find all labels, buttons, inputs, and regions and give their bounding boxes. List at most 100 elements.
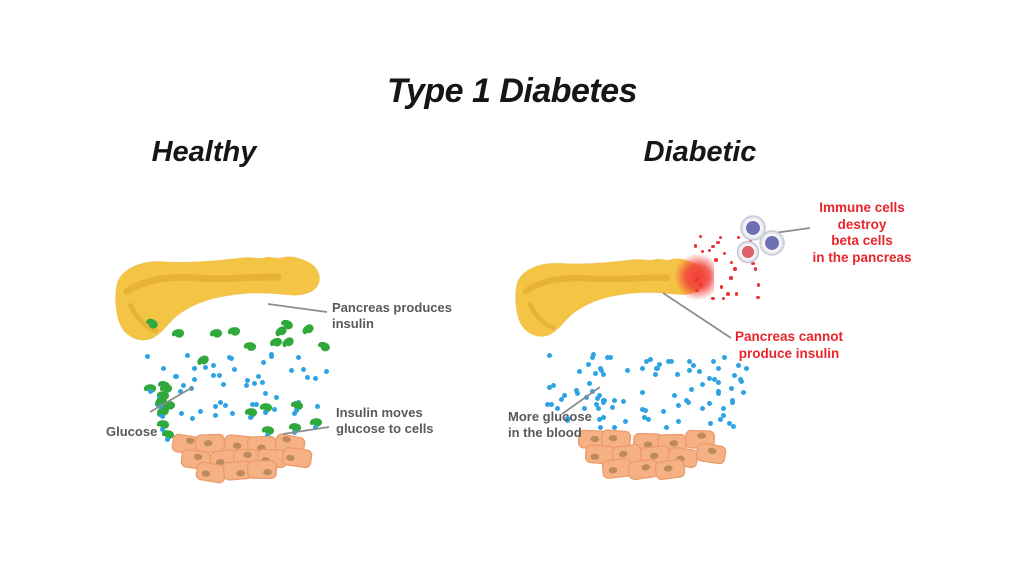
glucose-dot-diabetic <box>666 358 672 364</box>
glucose-dot-diabetic <box>711 359 717 365</box>
glucose-dot-diabetic <box>594 395 600 401</box>
glucose-dot-healthy <box>148 388 154 394</box>
glucose-dot-diabetic <box>715 365 721 371</box>
glucose-dot-diabetic <box>708 421 714 427</box>
glucose-dot-diabetic <box>671 393 677 399</box>
glucose-dot-healthy <box>223 403 229 409</box>
glucose-dot <box>160 414 166 420</box>
glucose-dot-diabetic <box>729 398 735 404</box>
glucose-dot <box>263 410 269 416</box>
beta-cell-debris-dot <box>716 240 720 245</box>
glucose-dot-diabetic <box>707 375 713 381</box>
glucose-dot-diabetic <box>690 363 696 369</box>
glucose-dot <box>291 429 297 435</box>
glucose-dot-healthy <box>173 373 179 379</box>
glucose-dot-diabetic <box>558 396 564 402</box>
glucose-dot-healthy <box>231 367 237 373</box>
glucose-dot-diabetic <box>744 365 750 371</box>
beta-cell-debris-dot <box>736 235 741 240</box>
glucose-dot-healthy <box>262 390 268 396</box>
insulin-particle <box>146 319 158 329</box>
insulin-particle <box>317 341 330 352</box>
glucose-dot-healthy <box>314 404 320 410</box>
glucose-dot-diabetic <box>583 394 589 400</box>
body-cell <box>695 442 727 465</box>
glucose-dot-diabetic <box>686 399 692 405</box>
inflamed-pancreas-tip <box>674 253 714 301</box>
glucose-dot-healthy <box>181 383 187 388</box>
glucose-dot-diabetic <box>675 402 681 408</box>
insulin-particle <box>243 342 256 351</box>
beta-cell-debris-dot <box>721 296 726 301</box>
glucose-dot-healthy <box>229 410 235 416</box>
glucose-dot-diabetic <box>647 356 653 362</box>
insulin-particle <box>269 337 282 347</box>
glucose-dot-healthy <box>185 352 191 358</box>
glucose-dot-diabetic <box>590 352 596 358</box>
glucose-dot-diabetic <box>717 416 723 422</box>
glucose-dot-healthy <box>288 368 294 374</box>
glucose-dot-diabetic <box>664 425 670 431</box>
beta-cell-debris-dot <box>753 267 758 271</box>
glucose-dot-diabetic <box>586 380 592 386</box>
glucose-dot-diabetic <box>574 390 580 396</box>
insulin-particle <box>210 328 223 338</box>
glucose-dot-diabetic <box>600 399 606 405</box>
glucose-dot-healthy <box>292 411 298 417</box>
glucose-dot-healthy <box>213 403 219 409</box>
immune-cells-destroy-label: Immune cells destroy beta cells in the p… <box>812 200 912 265</box>
beta-cell-debris-dot <box>695 278 699 282</box>
beta-cell-debris-dot <box>729 260 734 265</box>
insulin-particle <box>161 430 174 439</box>
glucose-dot-diabetic <box>547 352 553 358</box>
glucose-dot-diabetic <box>544 401 550 407</box>
beta-cell-debris-dot <box>722 251 727 256</box>
glucose-dot-healthy <box>210 362 216 368</box>
glucose-dot-diabetic <box>623 418 629 424</box>
glucose-dot-diabetic <box>643 408 649 414</box>
glucose-dot-diabetic <box>699 406 705 412</box>
glucose-dot-diabetic <box>731 423 737 429</box>
glucose-dot-healthy <box>192 377 198 383</box>
glucose-dot-healthy <box>177 388 183 394</box>
beta-cell-debris-dot <box>726 292 730 296</box>
glucose-dot-diabetic <box>706 400 712 406</box>
glucose-dot <box>293 408 299 414</box>
glucose-dot-diabetic <box>589 388 595 394</box>
glucose-dot-diabetic <box>590 354 596 360</box>
glucose-dot-diabetic <box>741 389 747 395</box>
insulin-particle <box>309 418 322 427</box>
glucose-dot <box>248 414 254 420</box>
beta-cell-debris-dot <box>714 258 718 262</box>
beta-cell-debris-dot <box>748 238 753 242</box>
insulin-particle <box>275 326 287 337</box>
beta-cell-debris-dot <box>707 248 712 253</box>
glucose-dot-diabetic <box>645 416 651 422</box>
body-cell <box>246 459 277 479</box>
glucose-dot-healthy <box>189 385 195 391</box>
glucose-dot-healthy <box>212 413 218 419</box>
glucose-dot-diabetic <box>732 372 738 378</box>
glucose-dot-healthy <box>271 407 277 413</box>
glucose-dot-diabetic <box>600 414 606 420</box>
glucose-dot-diabetic <box>554 405 560 411</box>
glucose-dot <box>264 432 270 438</box>
glucose-dot-healthy <box>296 355 302 361</box>
insulin-particle <box>261 426 275 435</box>
insulin-particle <box>197 355 210 366</box>
beta-cell-debris-dot <box>718 235 723 240</box>
glucose-dot <box>164 436 170 442</box>
glucose-dot-diabetic <box>728 385 734 391</box>
glucose-dot-diabetic <box>596 406 602 412</box>
glucose-dot-healthy <box>144 353 150 359</box>
insulin-particle <box>171 328 184 338</box>
glucose-dot-diabetic <box>640 389 646 395</box>
glucose-dot-diabetic <box>586 362 591 368</box>
glucose-dot-healthy <box>191 366 197 372</box>
beta-cell-debris-dot <box>693 244 698 248</box>
pancreas-cannot-produce-label: Pancreas cannot produce insulin <box>734 329 844 361</box>
glucose-dot-healthy <box>249 401 255 407</box>
beta-cell-debris-dot <box>729 276 733 280</box>
glucose-dot-diabetic <box>604 354 610 360</box>
